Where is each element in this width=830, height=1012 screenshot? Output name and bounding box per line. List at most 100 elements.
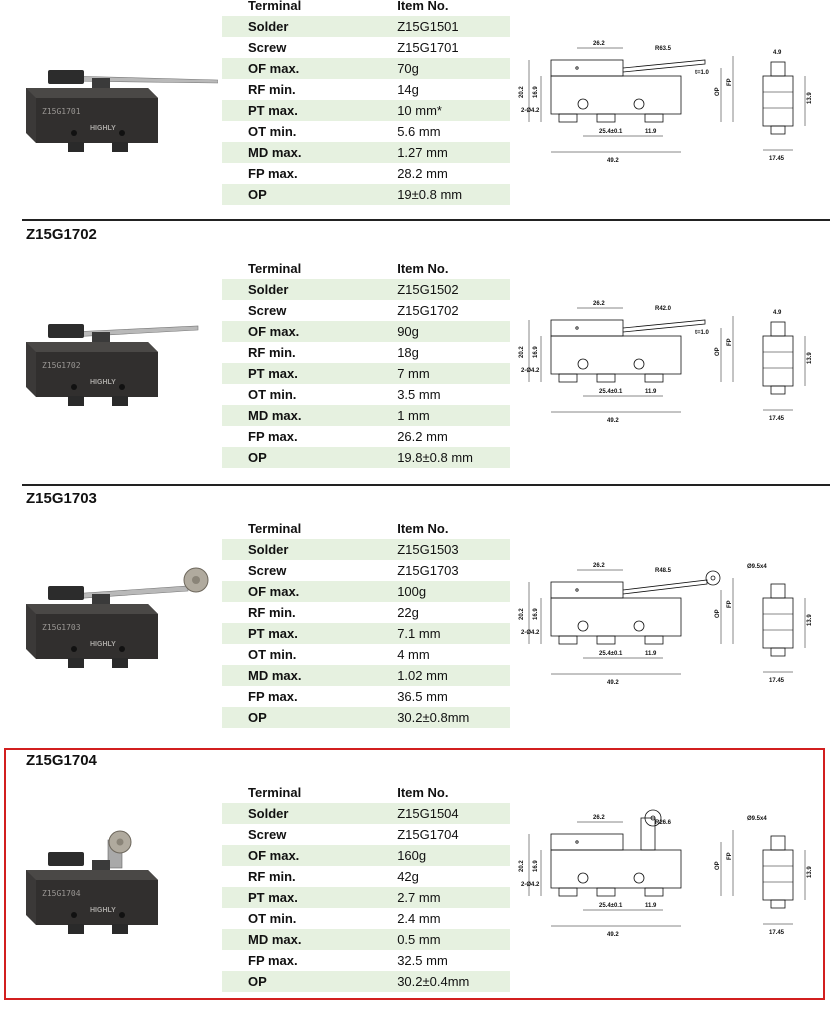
spec-value: 26.2 mm: [397, 429, 448, 444]
spec-value: Z15G1704: [397, 827, 459, 842]
table-row: PT max.7.1 mm: [222, 623, 510, 644]
photo-model-marking: Z15G1704: [42, 889, 81, 898]
spec-key: OT min.: [248, 647, 297, 662]
end-view-plunger: [770, 321, 786, 337]
end-view-body: [762, 335, 794, 387]
spec-value: 28.2 mm: [397, 166, 448, 181]
table-row: OT min.4 mm: [222, 644, 510, 665]
spec-key: OF max.: [222, 58, 398, 79]
table-row: MD max.0.5 mm: [222, 929, 510, 950]
pivot-point: [575, 840, 579, 844]
spec-value: Z15G1702: [397, 303, 459, 318]
side-terminal: [558, 635, 578, 645]
spec-key: OT min.: [248, 911, 297, 926]
side-hole: [577, 358, 589, 370]
table-row: FP max.28.2 mm: [222, 163, 510, 184]
lever-outline: [622, 579, 708, 595]
col-header-terminal: Terminal: [248, 0, 302, 13]
photo-model-marking: Z15G1702: [42, 361, 81, 370]
side-hole: [633, 98, 645, 110]
spec-value: Z15G1501: [397, 16, 510, 37]
dim-label-s3: 17.45: [769, 678, 785, 684]
spec-value: 10 mm*: [397, 100, 510, 121]
table-row: OF max.100g: [222, 581, 510, 602]
table-row: OT min.2.4 mm: [222, 908, 510, 929]
dim-label-s2: 13.9: [807, 352, 813, 364]
spec-key: PT max.: [222, 363, 398, 384]
dim-label-offset: 11.9: [645, 903, 657, 909]
dim-label-h2: 16.9: [533, 608, 539, 620]
dim-label-s1: 4.9: [773, 310, 782, 316]
spec-value: 36.5 mm: [397, 689, 448, 704]
dim-label-h1: 20.2: [519, 860, 525, 872]
side-view-body: [550, 849, 682, 889]
table-row: FP max.36.5 mm: [222, 686, 510, 707]
side-view-cap: [550, 833, 624, 851]
mounting-hole: [71, 130, 77, 136]
side-hole: [633, 872, 645, 884]
dim-label-radius: R42.0: [655, 306, 672, 312]
spec-key: RF min.: [248, 869, 296, 884]
actuator-hinge: [48, 70, 84, 84]
dim-label-width: 49.2: [607, 418, 619, 424]
actuator-hinge: [48, 586, 84, 600]
spec-key: MD max.: [222, 665, 398, 686]
spec-value: 1 mm: [397, 405, 510, 426]
dim-label-s3: 17.45: [769, 930, 785, 936]
side-terminal: [558, 373, 578, 383]
col-header-item-no: Item No.: [397, 785, 449, 800]
dim-label-s1: 4.9: [773, 50, 782, 56]
dim-label-s2: 13.9: [807, 866, 813, 878]
terminal: [68, 396, 84, 406]
spec-key: OT min.: [248, 124, 297, 139]
dim-label-hole: 2-Ø4.2: [521, 108, 540, 114]
mounting-hole: [71, 912, 77, 918]
dim-label-h2: 16.9: [533, 860, 539, 872]
dim-label-s2: 13.9: [807, 614, 813, 626]
end-view-plunger: [770, 835, 786, 851]
section-divider: [22, 484, 830, 486]
dim-label-radius: R26.6: [655, 820, 672, 826]
dim-label-h1: 20.2: [519, 346, 525, 358]
table-row: OF max.90g: [222, 321, 510, 342]
product-title: Z15G1704: [26, 752, 97, 769]
spec-value: 18g: [397, 345, 419, 360]
spec-key: PT max.: [222, 623, 398, 644]
switch-front-face: [36, 352, 158, 397]
dim-label-h1: 20.2: [519, 608, 525, 620]
photo-model-marking: Z15G1703: [42, 623, 81, 632]
dim-label-s3: 17.45: [769, 416, 785, 422]
lever-arm: [67, 75, 218, 84]
dim-label-hole: 2-Ø4.2: [521, 368, 540, 374]
spec-key: OP: [222, 707, 398, 728]
dim-label-width: 49.2: [607, 158, 619, 164]
spec-value: 160g: [397, 845, 510, 866]
dim-label-offset: 11.9: [645, 651, 657, 657]
terminal: [68, 924, 84, 934]
dim-label-offset: 11.9: [645, 389, 657, 395]
dim-label-s3: 17.45: [769, 156, 785, 162]
spec-value: Z15G1701: [397, 40, 459, 55]
spec-key: MD max.: [222, 142, 398, 163]
side-hole: [577, 620, 589, 632]
photo-model-marking: Z15G1701: [42, 107, 81, 116]
terminal: [68, 142, 84, 152]
table-row: OF max.70g: [222, 58, 510, 79]
dim-label-s2: 13.9: [807, 92, 813, 104]
spec-key: OF max.: [222, 845, 398, 866]
spec-key: OF max.: [222, 581, 398, 602]
terminal: [112, 396, 128, 406]
spec-key: Screw: [248, 563, 287, 578]
spec-key: RF min.: [248, 345, 296, 360]
mounting-hole: [71, 646, 77, 652]
